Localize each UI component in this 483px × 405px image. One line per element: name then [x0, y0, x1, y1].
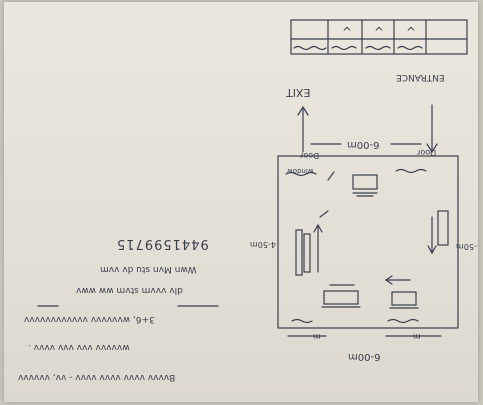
header-table: ^ ^ ^	[290, 19, 468, 55]
top-dimension: 6-00m	[347, 139, 380, 150]
paper-sheet: ^ ^ ^	[4, 2, 478, 402]
note-line-1: Wwn Mvn stu dv vvm	[100, 264, 197, 274]
phone-number: 9441599715	[116, 236, 209, 251]
note-line-2: dlv vvvm stvm ww wwv	[76, 285, 183, 295]
bottom-dimension: 6-00m	[348, 351, 381, 362]
door-label-right: Door	[417, 148, 437, 157]
left-shelf-sketch	[295, 229, 303, 276]
table-mark-2: ^	[374, 25, 384, 39]
note-line-4: wvvvvv vvv vvv vvvv .	[28, 342, 130, 352]
top-table-sketch	[352, 174, 378, 190]
bottom-right-bench-sketch	[391, 291, 417, 306]
bottom-left-bench-sketch	[323, 290, 359, 305]
door-label-left: Door	[300, 151, 320, 160]
exit-label: EXIT	[286, 86, 311, 99]
left-dimension: 4-50m	[250, 240, 276, 249]
bottom-mark-right: m	[413, 332, 421, 341]
note-underlines	[37, 305, 219, 307]
bottom-mark-left: m	[313, 332, 321, 341]
right-cabinet-sketch	[437, 210, 449, 246]
window-label: window	[287, 167, 314, 175]
right-dimension: 4-50m	[456, 242, 478, 251]
room-outline	[277, 155, 459, 329]
table-mark-3: ^	[406, 25, 416, 39]
table-mark-1: ^	[342, 25, 352, 39]
entrance-label: ENTRANCE	[396, 72, 445, 82]
floor-plan	[277, 104, 459, 337]
note-line-5: Bvvvv vvvv vvvv vvvv - vv, vvvvvv	[18, 372, 176, 382]
